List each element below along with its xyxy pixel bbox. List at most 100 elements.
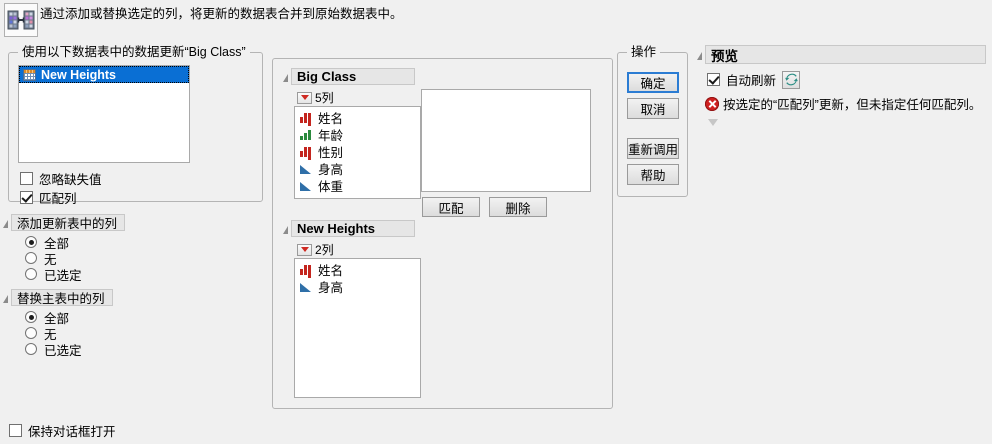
chevron-down-icon[interactable] (708, 119, 718, 126)
column-label: 体重 (318, 180, 344, 194)
checkbox-box[interactable] (20, 191, 33, 204)
match-columns-label: 匹配列 (39, 192, 77, 206)
big-class-count-label: 5列 (315, 91, 334, 105)
radio-add-selected[interactable]: 已选定 (25, 266, 253, 283)
disclosure-triangle-icon[interactable] (283, 73, 288, 82)
nominal-column-icon (300, 146, 313, 157)
new-heights-count-label: 2列 (315, 243, 334, 257)
continuous-column-icon (300, 163, 313, 174)
column-label: 性别 (318, 146, 344, 160)
preview-expander[interactable] (708, 119, 992, 126)
column-label: 姓名 (318, 112, 344, 126)
preview-message-text: 按选定的“匹配列”更新，但未指定任何匹配列。 (723, 98, 982, 112)
ok-button-label: 确定 (640, 77, 666, 91)
big-class-count-row[interactable]: 5列 (297, 89, 334, 106)
action-group: 操作 确定 取消 重新调用 帮助 (617, 45, 688, 197)
help-button[interactable]: 帮助 (627, 164, 679, 185)
radio-label: 全部 (44, 311, 70, 326)
replace-columns-header[interactable]: 替换主表中的列 (3, 289, 253, 306)
list-item[interactable]: 体重 (295, 177, 420, 194)
auto-refresh-checkbox[interactable]: 自动刷新 (707, 70, 992, 89)
big-class-header[interactable]: Big Class (283, 68, 415, 85)
delete-button[interactable]: 删除 (489, 197, 547, 217)
column-label: 身高 (318, 163, 344, 177)
add-columns-title: 添加更新表中的列 (11, 214, 126, 231)
ordinal-column-icon (300, 129, 313, 140)
merge-tables-icon (4, 3, 38, 37)
match-delete-buttons: 匹配 删除 (422, 197, 547, 217)
radio-label: 已选定 (44, 343, 82, 358)
big-class-columns-listbox[interactable]: 姓名 年龄 性别 身高 体重 (294, 106, 421, 199)
disclosure-triangle-icon[interactable] (3, 294, 8, 303)
disclosure-triangle-icon[interactable] (697, 51, 702, 60)
disclosure-triangle-icon[interactable] (283, 225, 288, 234)
list-item[interactable]: 姓名 (295, 109, 420, 126)
new-heights-columns-listbox[interactable]: 姓名 身高 (294, 258, 421, 398)
columns-match-panel: Big Class 5列 姓名 年龄 性别 身高 体重 匹配 (272, 58, 613, 409)
radio-replace-selected[interactable]: 已选定 (25, 341, 253, 358)
refresh-icon[interactable] (782, 70, 801, 89)
red-triangle-menu-icon[interactable] (297, 243, 312, 256)
match-button[interactable]: 匹配 (422, 197, 480, 217)
source-table-group: 使用以下数据表中的数据更新“Big Class” New Heights 忽略缺… (8, 45, 263, 206)
keep-dialog-open-label: 保持对话框打开 (28, 425, 116, 439)
list-item[interactable]: 身高 (295, 160, 420, 177)
help-button-label: 帮助 (640, 169, 666, 183)
radio-dot[interactable] (25, 311, 37, 323)
new-heights-count-row[interactable]: 2列 (297, 241, 334, 258)
radio-replace-all[interactable]: 全部 (25, 309, 253, 326)
match-columns-checkbox[interactable]: 匹配列 (20, 188, 77, 207)
list-item[interactable]: 身高 (295, 278, 420, 295)
radio-dot[interactable] (25, 252, 37, 264)
preview-header[interactable]: 预览 (697, 45, 992, 64)
add-columns-header[interactable]: 添加更新表中的列 (3, 214, 253, 231)
checkbox-box[interactable] (20, 172, 33, 185)
replace-columns-title: 替换主表中的列 (11, 289, 113, 306)
radio-dot[interactable] (25, 327, 37, 339)
red-triangle-menu-icon[interactable] (297, 91, 312, 104)
continuous-column-icon (300, 180, 313, 191)
preview-title: 预览 (705, 45, 986, 64)
source-table-legend: 使用以下数据表中的数据更新“Big Class” (18, 45, 250, 59)
ignore-missing-label: 忽略缺失值 (39, 173, 102, 187)
radio-replace-none[interactable]: 无 (25, 325, 253, 342)
delete-button-label: 删除 (505, 201, 531, 216)
preview-message: 按选定的“匹配列”更新，但未指定任何匹配列。 (705, 94, 992, 113)
list-item[interactable]: 姓名 (295, 261, 420, 278)
radio-dot[interactable] (25, 268, 37, 280)
continuous-column-icon (300, 281, 313, 292)
error-icon (705, 96, 719, 111)
auto-refresh-label: 自动刷新 (726, 74, 777, 88)
list-item[interactable]: 性别 (295, 143, 420, 160)
checkbox-box[interactable] (707, 73, 720, 86)
list-item-label: New Heights (41, 67, 117, 82)
disclosure-triangle-icon[interactable] (3, 219, 8, 228)
recall-button-label: 重新调用 (628, 143, 679, 157)
new-heights-title: New Heights (291, 220, 415, 237)
list-item[interactable]: New Heights (19, 66, 189, 83)
radio-add-none[interactable]: 无 (25, 250, 253, 267)
source-table-listbox[interactable]: New Heights (18, 65, 190, 163)
match-columns-listbox[interactable] (421, 89, 591, 192)
radio-label: 无 (44, 252, 57, 267)
checkbox-box[interactable] (9, 424, 22, 437)
nominal-column-icon (300, 264, 313, 275)
column-label: 年龄 (318, 129, 344, 143)
radio-dot[interactable] (25, 343, 37, 355)
column-label: 身高 (318, 281, 344, 295)
radio-add-all[interactable]: 全部 (25, 234, 253, 251)
data-table-icon (23, 68, 36, 81)
radio-dot[interactable] (25, 236, 37, 248)
new-heights-header[interactable]: New Heights (283, 220, 415, 237)
keep-dialog-open-checkbox[interactable]: 保持对话框打开 (9, 421, 116, 440)
cancel-button[interactable]: 取消 (627, 98, 679, 119)
ignore-missing-checkbox[interactable]: 忽略缺失值 (20, 169, 102, 188)
dialog-header: 通过添加或替换选定的列，将更新的数据表合并到原始数据表中。 (0, 0, 992, 42)
list-item[interactable]: 年龄 (295, 126, 420, 143)
action-legend: 操作 (627, 45, 661, 59)
preview-panel: 预览 自动刷新 按选定的“匹配列”更新，但未指定任何匹配列。 (697, 45, 992, 126)
radio-label: 无 (44, 327, 57, 342)
ok-button[interactable]: 确定 (627, 72, 679, 93)
recall-button[interactable]: 重新调用 (627, 138, 679, 159)
page-title: 通过添加或替换选定的列，将更新的数据表合并到原始数据表中。 (40, 7, 403, 21)
